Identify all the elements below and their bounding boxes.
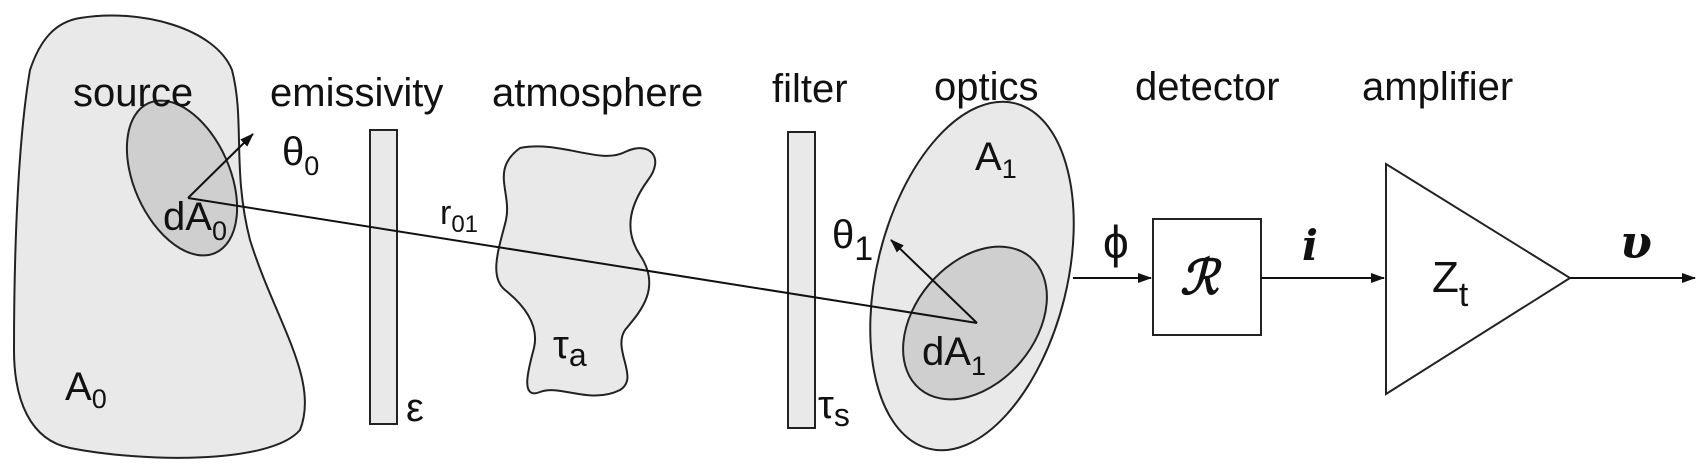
A0-label: A0: [65, 365, 107, 414]
filter-slab: [787, 131, 816, 429]
atmosphere-heading: atmosphere: [492, 71, 703, 115]
emissivity-slab: [369, 129, 398, 425]
r01-label: r01: [440, 194, 478, 238]
source-heading: source: [73, 71, 193, 115]
theta1-label: θ1: [832, 213, 873, 268]
epsilon-label: ε: [406, 386, 424, 430]
dA1-label: dA1: [922, 330, 986, 381]
optics-heading: optics: [934, 65, 1039, 109]
detector-heading: detector: [1135, 65, 1280, 109]
tau-s-label: τs: [818, 383, 850, 433]
detector-normal-arrow: [890, 239, 978, 324]
source-blob: [12, 14, 306, 459]
amplifier-heading: amplifier: [1362, 65, 1513, 109]
source-element-ellipse: [125, 99, 239, 257]
A1-label: A1: [975, 135, 1017, 184]
filter-heading: filter: [772, 67, 848, 111]
tau-a-label: τa: [553, 323, 587, 373]
responsivity-symbol: ℛ: [1180, 250, 1222, 306]
source-normal-arrow: [187, 133, 254, 199]
current-label: i: [1302, 221, 1318, 270]
atmosphere-blob: [495, 145, 657, 397]
emissivity-heading: emissivity: [270, 71, 443, 115]
dA0-label: dA0: [163, 195, 227, 246]
Zt-label: Zt: [1432, 253, 1469, 314]
theta0-label: θ0: [282, 130, 319, 181]
voltage-label: υ: [1620, 215, 1652, 269]
phi-label: ϕ: [1103, 216, 1129, 268]
ray-r01: [187, 197, 978, 324]
amplifier-triangle: [1385, 162, 1572, 396]
